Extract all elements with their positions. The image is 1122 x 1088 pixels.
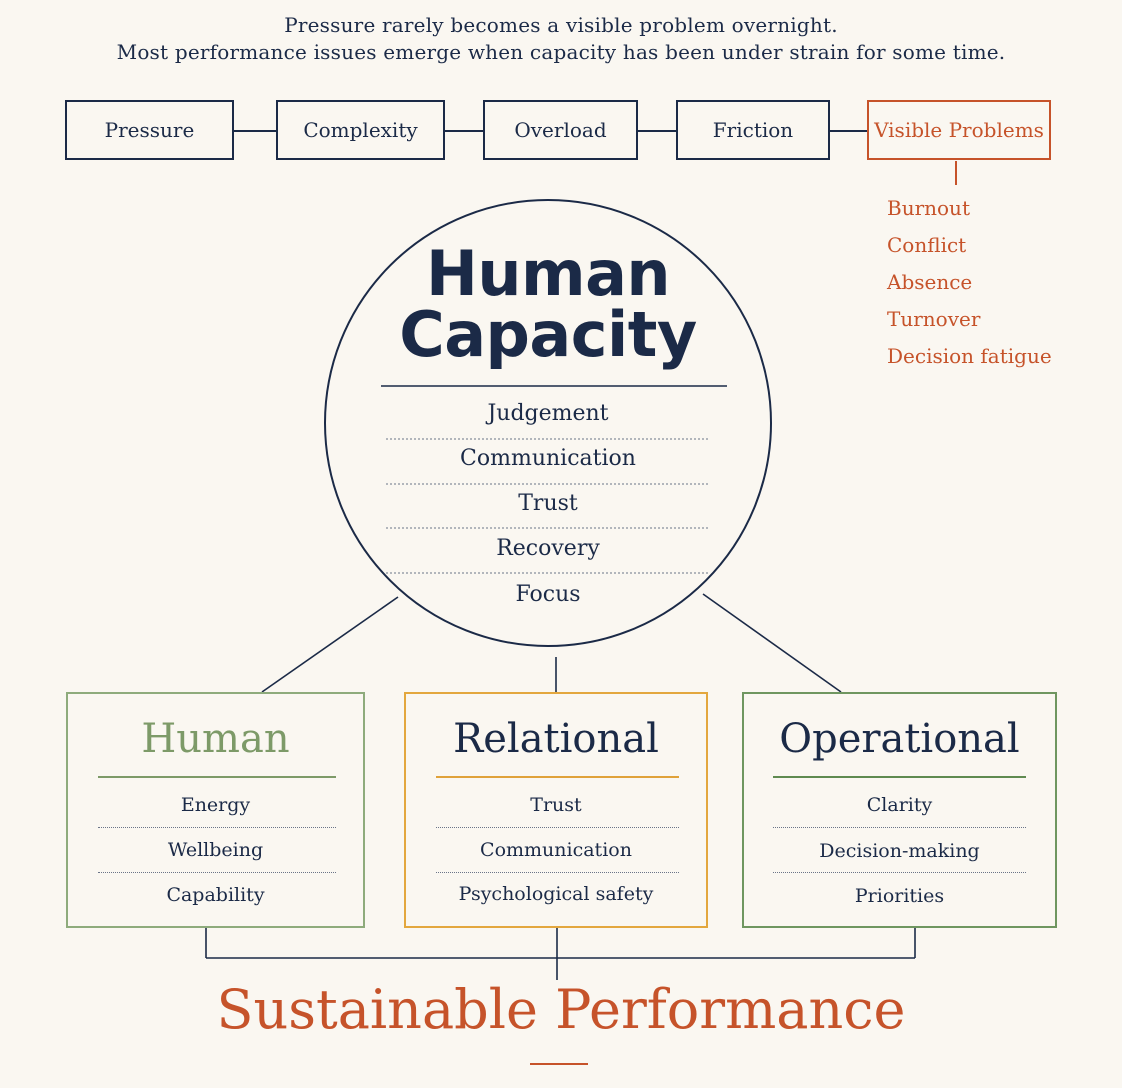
pillar-human: Human Energy Wellbeing Capability xyxy=(66,692,365,928)
pillar-relational-item-trust: Trust xyxy=(530,794,582,816)
pillar-relational-rule xyxy=(436,776,679,778)
core-title-line-1: Human xyxy=(425,237,671,310)
intro-line-1: Pressure rarely becomes a visible proble… xyxy=(284,13,838,37)
problem-turnover: Turnover xyxy=(887,307,981,331)
problem-absence: Absence xyxy=(887,270,973,294)
human-capacity-circle xyxy=(324,199,772,647)
pillar-operational-divider-1 xyxy=(773,827,1026,828)
connector-circle-human xyxy=(261,596,399,693)
stage-visible-problems: Visible Problems xyxy=(867,100,1051,160)
pillar-operational: Operational Clarity Decision-making Prio… xyxy=(742,692,1057,928)
pillar-relational: Relational Trust Communication Psycholog… xyxy=(404,692,708,928)
pillar-human-title: Human xyxy=(141,716,290,762)
pillar-operational-title: Operational xyxy=(779,716,1020,762)
core-title-line-2: Capacity xyxy=(399,298,697,371)
capacity-item-communication: Communication xyxy=(460,446,636,471)
pillar-operational-item-clarity: Clarity xyxy=(866,794,933,816)
pillar-relational-divider-2 xyxy=(436,872,679,873)
problem-conflict: Conflict xyxy=(887,233,967,257)
visible-problems-list: Burnout Conflict Absence Turnover Decisi… xyxy=(887,195,1052,380)
capacity-item-recovery: Recovery xyxy=(496,536,600,561)
pillar-human-item-energy: Energy xyxy=(180,794,251,816)
outcome-rule xyxy=(530,1063,588,1065)
pillar-operational-item-priorities: Priorities xyxy=(854,885,945,907)
pillar-human-divider-2 xyxy=(98,872,336,873)
pillar-relational-item-communication: Communication xyxy=(480,839,632,861)
pillar-human-rule xyxy=(98,776,336,778)
outcome-title: Sustainable Performance xyxy=(216,978,906,1041)
connector-circle-operational xyxy=(702,593,842,693)
pillar-human-divider-1 xyxy=(98,827,336,828)
problem-burnout: Burnout xyxy=(887,196,970,220)
stage-complexity: Complexity xyxy=(276,100,445,160)
pillar-operational-rule xyxy=(773,776,1026,778)
pillar-relational-title: Relational xyxy=(453,716,659,762)
stage-friction: Friction xyxy=(676,100,830,160)
stage-overload: Overload xyxy=(483,100,638,160)
pillar-relational-divider-1 xyxy=(436,827,679,828)
capacity-item-trust: Trust xyxy=(518,491,578,516)
stage-pressure: Pressure xyxy=(65,100,234,160)
intro-line-2: Most performance issues emerge when capa… xyxy=(116,40,1006,64)
pillar-human-item-capability: Capability xyxy=(166,884,265,906)
pillar-operational-divider-2 xyxy=(773,872,1026,873)
pillar-human-item-wellbeing: Wellbeing xyxy=(167,839,264,861)
pillar-relational-item-psychological-safety: Psychological safety xyxy=(458,883,654,905)
capacity-item-focus: Focus xyxy=(515,582,581,607)
capacity-item-judgement: Judgement xyxy=(487,401,609,426)
problem-decision-fatigue: Decision fatigue xyxy=(887,344,1052,368)
pillar-operational-item-decision-making: Decision-making xyxy=(819,840,980,862)
